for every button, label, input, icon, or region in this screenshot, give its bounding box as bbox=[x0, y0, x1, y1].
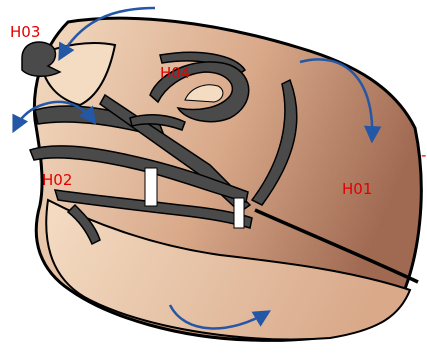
edge-mark: - bbox=[421, 146, 426, 164]
label-h03: H03 bbox=[10, 23, 40, 41]
gap-right bbox=[234, 198, 244, 228]
label-h04: H04 bbox=[160, 64, 190, 82]
label-h01: H01 bbox=[342, 180, 372, 198]
label-h02: H02 bbox=[42, 171, 72, 189]
gap-left bbox=[145, 168, 157, 206]
